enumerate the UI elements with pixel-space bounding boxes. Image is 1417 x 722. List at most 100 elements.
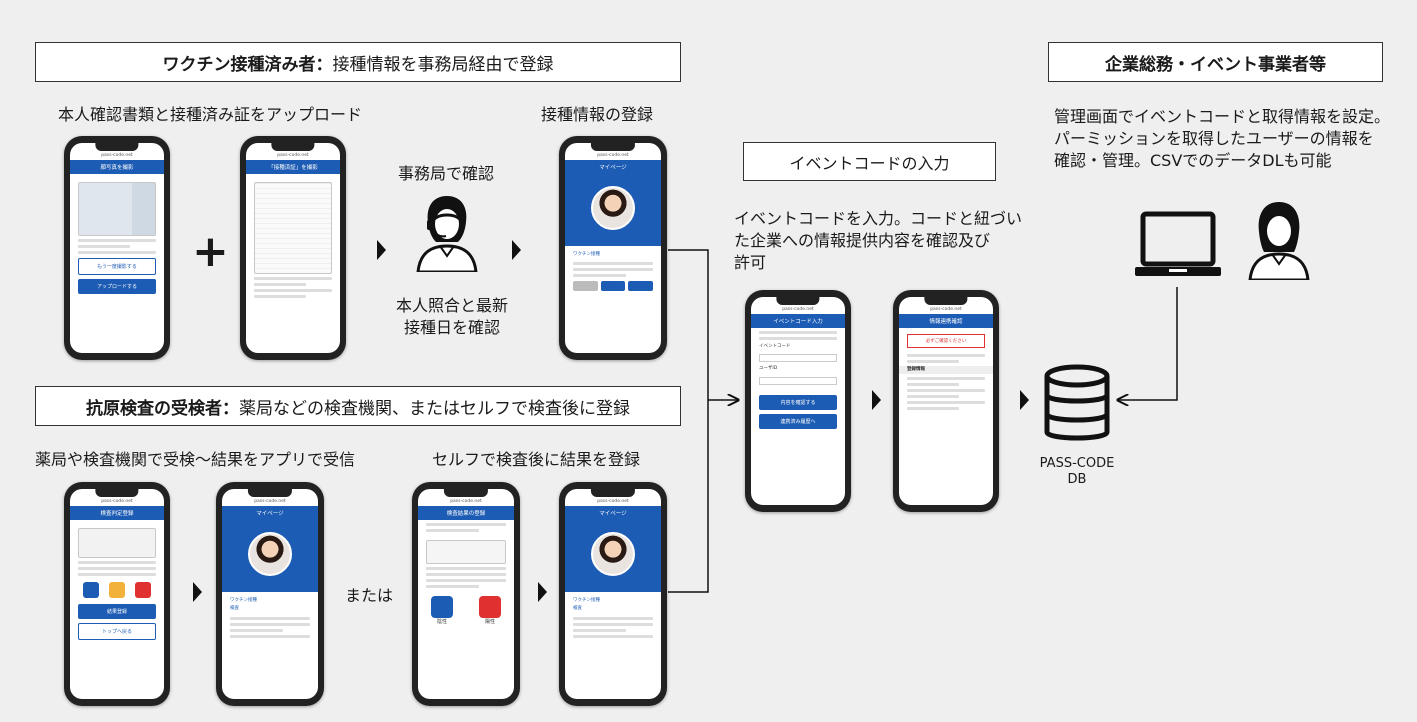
phone-mypage-self: pass-code.net マイページ ワクチン接種 検査 xyxy=(559,482,667,706)
company-title: 企業総務・イベント事業者等 xyxy=(1105,54,1326,75)
profile-hero xyxy=(565,174,661,246)
confirm-content-button[interactable]: 内容を確認する xyxy=(759,394,837,410)
screen-header: 顔写真を撮影 xyxy=(70,160,164,174)
positive-label: 陽性 xyxy=(484,619,495,625)
pharmacy-label: 薬局や検査機関で受検～結果をアプリで受信 xyxy=(35,450,356,469)
section-title: 登録情報 xyxy=(899,366,993,375)
screen-header: 検査判定登録 xyxy=(70,506,164,520)
phone-mypage-vaccine: pass-code.net マイページ ワクチン接種 xyxy=(559,136,667,360)
headset-operator-icon xyxy=(416,196,478,272)
antigen-title-bold: 抗原検査の受検者： xyxy=(86,398,239,419)
url-bar: pass-code.net xyxy=(277,153,309,158)
screen-header: マイページ xyxy=(565,506,661,520)
test-kit-image xyxy=(78,528,156,558)
admin-desc-2: パーミッションを取得したユーザーの情報を xyxy=(1054,129,1374,148)
register-result-button[interactable]: 結果登録 xyxy=(78,604,156,619)
phone-certificate: pass-code.net 「接種済証」を撮影 xyxy=(240,136,346,360)
phone-id-upload: pass-code.net 顔写真を撮影 もう一度撮影する アップロードする xyxy=(64,136,170,360)
back-to-top-button[interactable]: トップへ戻る xyxy=(78,623,156,640)
antigen-title-box: 抗原検査の受検者： 薬局などの検査機関、またはセルフで検査後に登録 xyxy=(35,386,681,426)
or-label: または xyxy=(345,586,394,605)
screen-header: 「接種済証」を撮影 xyxy=(246,160,340,174)
upload-button[interactable]: アップロードする xyxy=(78,279,156,294)
db-label-2: DB xyxy=(1067,472,1087,487)
screen-header: マイページ xyxy=(222,506,318,520)
event-desc-3: 許可 xyxy=(734,253,767,272)
negative-option[interactable]: 陰性 xyxy=(431,596,453,625)
flow-arrow xyxy=(377,240,386,260)
url-bar: pass-code.net xyxy=(597,153,629,158)
url-bar: pass-code.net xyxy=(101,499,133,504)
identity-check-label-1: 本人照合と最新 xyxy=(395,296,508,315)
url-bar: pass-code.net xyxy=(101,153,133,158)
self-test-label: セルフで検査後に結果を登録 xyxy=(432,450,641,469)
url-bar: pass-code.net xyxy=(450,499,482,504)
positive-option[interactable]: 陽性 xyxy=(479,596,501,625)
screen-header: マイページ xyxy=(565,160,661,174)
phone-self-test: pass-code.net 検査結果の登録 陰性 陽性 xyxy=(412,482,520,706)
flow-arrow xyxy=(193,582,202,602)
avatar xyxy=(591,186,635,230)
flow-arrow xyxy=(872,390,881,410)
url-bar: pass-code.net xyxy=(930,307,962,312)
url-bar: pass-code.net xyxy=(254,499,286,504)
section-title-2: 検査 xyxy=(230,606,239,612)
section-title-2: 検査 xyxy=(573,606,582,612)
antigen-title-text: 薬局などの検査機関、またはセルフで検査後に登録 xyxy=(239,398,630,419)
office-confirm-label: 事務局で確認 xyxy=(398,164,495,183)
identity-check-label-2: 接種日を確認 xyxy=(403,318,500,337)
section-title: ワクチン接種 xyxy=(573,252,600,257)
screen-header: 検査結果の登録 xyxy=(418,506,514,520)
laptop-icon xyxy=(1135,211,1221,276)
history-button[interactable]: 連携済み履歴へ xyxy=(759,413,837,429)
user-id-input[interactable] xyxy=(759,376,837,385)
retake-button[interactable]: もう一度撮影する xyxy=(78,258,156,275)
user-id-field-label: ユーザID xyxy=(759,366,778,372)
profile-hero xyxy=(565,520,661,592)
db-label-1: PASS-CODE xyxy=(1039,456,1115,471)
result-options[interactable] xyxy=(78,582,156,598)
flow-arrow xyxy=(1020,390,1029,410)
screen-header: 情報連携確認 xyxy=(899,314,993,328)
register-vaccine-label: 接種情報の登録 xyxy=(541,105,654,124)
admin-desc-1: 管理画面でイベントコードと取得情報を設定。 xyxy=(1054,107,1391,126)
upload-label: 本人確認書類と接種済み証をアップロード xyxy=(58,105,363,124)
test-kit-image xyxy=(426,540,506,564)
action-buttons[interactable] xyxy=(573,281,654,292)
negative-label: 陰性 xyxy=(436,619,447,625)
event-code-field-label: イベントコード xyxy=(759,344,791,349)
phone-test-result: pass-code.net 検査判定登録 結果登録 トップへ戻る xyxy=(64,482,170,706)
avatar xyxy=(591,532,635,576)
warning-note: 必ずご確認ください xyxy=(907,334,985,348)
event-desc-1: イベントコードを入力。コードと紐づい xyxy=(734,209,1023,228)
flow-arrow xyxy=(512,240,521,260)
vaccine-title-box: ワクチン接種済み者： 接種情報を事務局経由で登録 xyxy=(35,42,681,82)
company-title-box: 企業総務・イベント事業者等 xyxy=(1048,42,1383,82)
phone-mypage-test: pass-code.net マイページ ワクチン接種 検査 xyxy=(216,482,324,706)
person-icon xyxy=(1248,202,1310,280)
url-bar: pass-code.net xyxy=(782,307,814,312)
phone-info-confirm: pass-code.net 情報連携確認 必ずご確認ください 登録情報 xyxy=(893,290,999,512)
section-title: ワクチン接種 xyxy=(230,598,257,603)
plus-sign: + xyxy=(192,226,229,277)
id-document-image xyxy=(78,182,156,236)
vaccine-title-bold: ワクチン接種済み者： xyxy=(162,54,333,75)
certificate-image xyxy=(254,182,332,274)
event-desc-2: た企業への情報提供内容を確認及び xyxy=(734,231,991,250)
profile-hero xyxy=(222,520,318,592)
connector-top xyxy=(668,249,709,400)
url-bar: pass-code.net xyxy=(597,499,629,504)
screen-header: イベントコード入力 xyxy=(751,314,845,328)
event-code-title-box: イベントコードの入力 xyxy=(743,142,996,181)
admin-desc-3: 確認・管理。CSVでのデータDLも可能 xyxy=(1054,151,1332,170)
database-icon xyxy=(1044,364,1110,441)
connector-admin-db xyxy=(1118,287,1178,400)
event-code-title: イベントコードの入力 xyxy=(789,153,950,173)
event-code-input[interactable] xyxy=(759,354,837,363)
vaccine-title-text: 接種情報を事務局経由で登録 xyxy=(332,54,554,75)
connector-bottom xyxy=(668,400,709,593)
phone-event-code: pass-code.net イベントコード入力 イベントコード ユーザID 内容… xyxy=(745,290,851,512)
flow-arrow xyxy=(538,582,547,602)
section-title: ワクチン接種 xyxy=(573,598,600,603)
